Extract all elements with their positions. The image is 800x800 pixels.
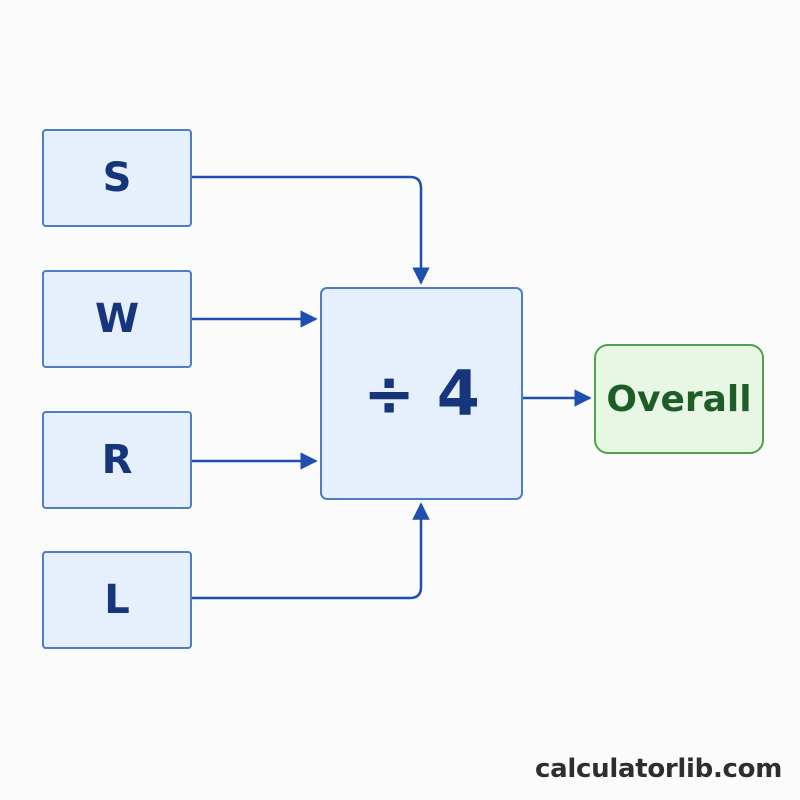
divide-operation-box: ÷ 4	[320, 287, 523, 500]
site-watermark: calculatorlib.com	[535, 754, 782, 784]
input-box-s: S	[42, 129, 192, 227]
input-label-r: R	[101, 437, 133, 483]
input-box-r: R	[42, 411, 192, 509]
divide-operation-label: ÷ 4	[363, 357, 480, 430]
arrow-l-to-divide	[192, 502, 430, 600]
input-box-w: W	[42, 270, 192, 368]
overall-output-label: Overall	[606, 378, 752, 420]
input-label-s: S	[102, 155, 132, 201]
input-label-w: W	[94, 296, 140, 342]
input-label-l: L	[104, 577, 130, 623]
overall-output-box: Overall	[594, 344, 764, 454]
input-box-l: L	[42, 551, 192, 649]
arrow-s-to-divide	[192, 175, 430, 285]
